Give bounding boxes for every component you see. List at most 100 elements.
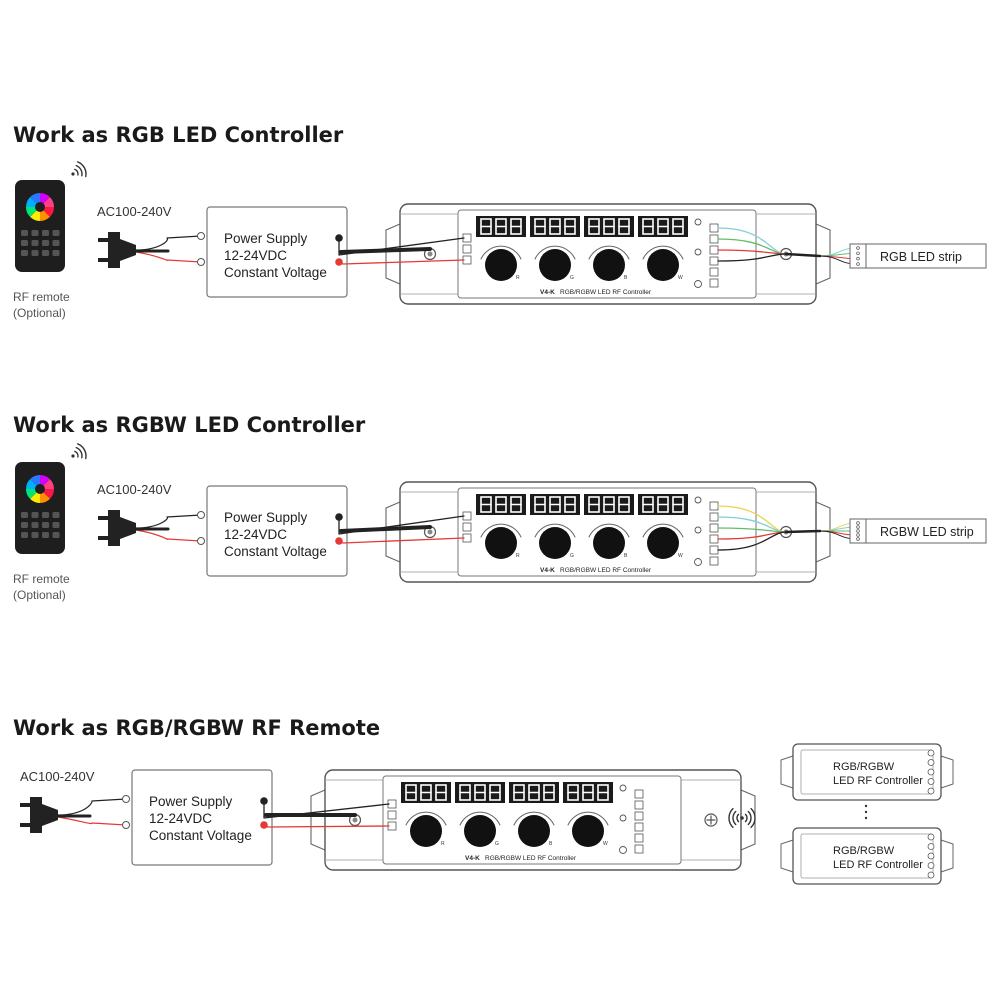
knob-scale-arc <box>480 245 522 260</box>
receiver-case <box>792 827 942 885</box>
receiver-case <box>792 743 942 801</box>
rotary-knob <box>464 815 496 847</box>
color-wheel-icon <box>26 475 54 503</box>
strip-label: RGB LED strip <box>880 250 962 264</box>
match-button <box>694 558 702 566</box>
plug-prong <box>98 536 108 540</box>
status-led <box>694 496 702 504</box>
rotary-knob <box>593 249 625 281</box>
knob-scale-arc <box>642 523 684 538</box>
remote-button <box>52 522 60 528</box>
receiver-ear-left <box>780 839 794 873</box>
dc-cable <box>339 247 432 254</box>
input-terminal <box>387 810 397 820</box>
color-wheel-center <box>35 202 45 212</box>
rotary-knob <box>518 815 550 847</box>
psu-negative-terminal <box>335 234 343 242</box>
rotary-knob <box>647 249 679 281</box>
ac-voltage-label: AC100-240V <box>97 482 172 497</box>
output-terminal <box>709 512 719 522</box>
remote-label: RF remote <box>13 572 70 586</box>
match-button <box>619 846 627 854</box>
plug-head <box>30 797 42 833</box>
plug-head <box>108 510 120 546</box>
knob-label: W <box>678 275 683 281</box>
ellipsis-dot <box>864 810 868 814</box>
knob-label: B <box>549 841 553 847</box>
screw-cross <box>706 815 716 825</box>
remote-button <box>21 240 28 246</box>
output-terminal <box>709 556 719 566</box>
plug-prong <box>98 516 108 520</box>
ac-plug-icon <box>98 232 136 268</box>
knob-label: R <box>516 553 520 559</box>
receiver-terminal <box>927 852 935 860</box>
input-terminal <box>462 244 472 254</box>
section-title: Work as RGB LED Controller <box>13 123 344 147</box>
rotary-knob <box>539 249 571 281</box>
plug-neck <box>120 239 136 261</box>
ac-wire <box>57 798 127 816</box>
ac-voltage-label: AC100-240V <box>97 204 172 219</box>
dc-negative-wire <box>263 800 390 819</box>
knob-scale-arc <box>588 245 630 260</box>
remote-button <box>31 240 39 246</box>
dc-negative-wire <box>338 515 465 535</box>
psu-line: 12-24VDC <box>149 811 212 826</box>
knob-label: R <box>441 841 445 847</box>
controller-name: RGB/RGBW LED RF Controller <box>560 289 652 296</box>
controller-model: V4-K <box>465 855 480 862</box>
strip-pin <box>856 256 860 261</box>
output-terminal <box>634 822 644 832</box>
remote-button <box>31 532 39 538</box>
remote-button <box>21 230 28 236</box>
strip-body <box>865 243 987 269</box>
ac-terminal <box>197 511 205 519</box>
receiver-terminal <box>927 749 935 757</box>
ac-terminal <box>197 537 205 545</box>
receiver-ear-right <box>940 839 954 873</box>
output-terminal <box>634 800 644 810</box>
output-terminal <box>634 811 644 821</box>
mounting-ear-right <box>740 789 756 851</box>
receiver-terminal <box>927 787 935 795</box>
remote-button <box>31 230 39 236</box>
led-strip: RGB LED strip <box>849 243 987 269</box>
strip-pin <box>856 251 860 256</box>
receiver-terminal <box>927 759 935 766</box>
psu-line: Power Supply <box>224 510 308 525</box>
psu-negative-terminal <box>335 513 343 521</box>
dc-cable <box>339 525 432 533</box>
receiver-ear-right <box>940 755 954 789</box>
signal-dot <box>71 172 75 176</box>
color-wheel-icon <box>26 193 54 221</box>
knob-scale-arc <box>567 811 609 826</box>
strip-pin <box>856 529 860 533</box>
signal-arc <box>74 168 79 176</box>
signal-arc <box>74 450 79 458</box>
strip-pin <box>856 246 860 250</box>
output-terminal <box>709 545 719 555</box>
ac-plug-icon <box>98 510 136 546</box>
receiver-terminal <box>927 862 935 869</box>
signal-arc <box>75 164 83 177</box>
signal-arc <box>77 443 87 460</box>
ac-wire <box>135 251 202 263</box>
signal-arc <box>75 446 83 459</box>
remote-button <box>31 512 39 518</box>
signal-arc <box>77 161 87 178</box>
strip-connector <box>849 243 867 269</box>
output-wire <box>717 531 787 551</box>
psu-positive-terminal <box>335 537 343 545</box>
mode-button <box>694 526 702 534</box>
remote-button <box>21 532 28 538</box>
strip-pin <box>856 525 860 529</box>
status-led <box>619 784 627 792</box>
plug-head <box>108 232 120 268</box>
